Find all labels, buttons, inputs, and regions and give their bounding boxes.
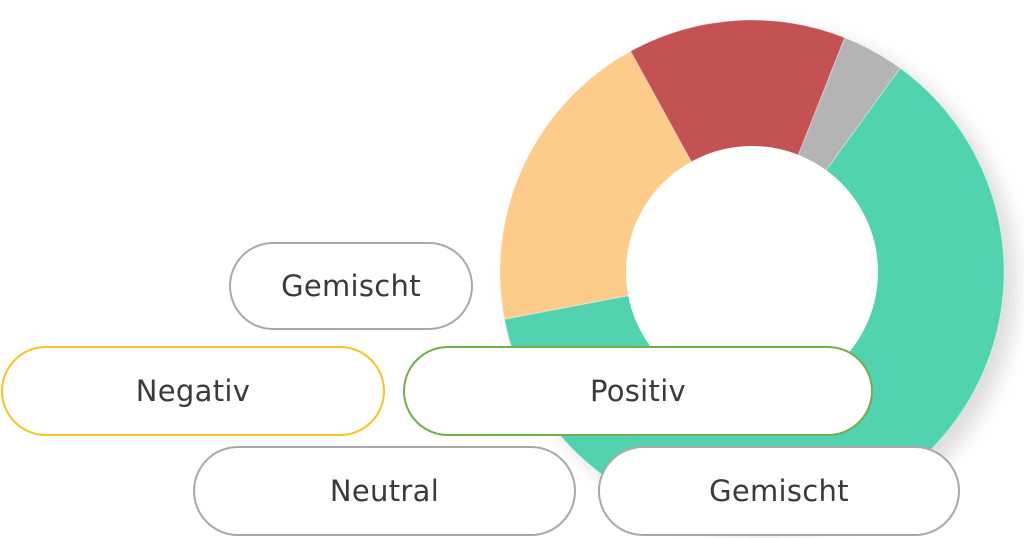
donut-slice-negative	[629, 19, 846, 274]
label-positive-text: Positiv	[589, 374, 687, 408]
label-pill-mixed-bottom[interactable]: Gemischt	[598, 446, 960, 536]
label-negative-text: Negativ	[135, 374, 251, 408]
label-pill-mixed-top[interactable]: Gemischt	[229, 242, 473, 330]
donut-hole	[626, 146, 878, 398]
label-pill-neutral[interactable]: Neutral	[193, 446, 576, 536]
label-pill-positive[interactable]: Positiv	[403, 346, 873, 436]
label-mixed-top-text: Gemischt	[281, 269, 421, 303]
label-mixed-bottom-text: Gemischt	[709, 474, 849, 508]
label-pill-negative[interactable]: Negativ	[1, 346, 385, 436]
label-neutral-text: Neutral	[329, 474, 440, 508]
